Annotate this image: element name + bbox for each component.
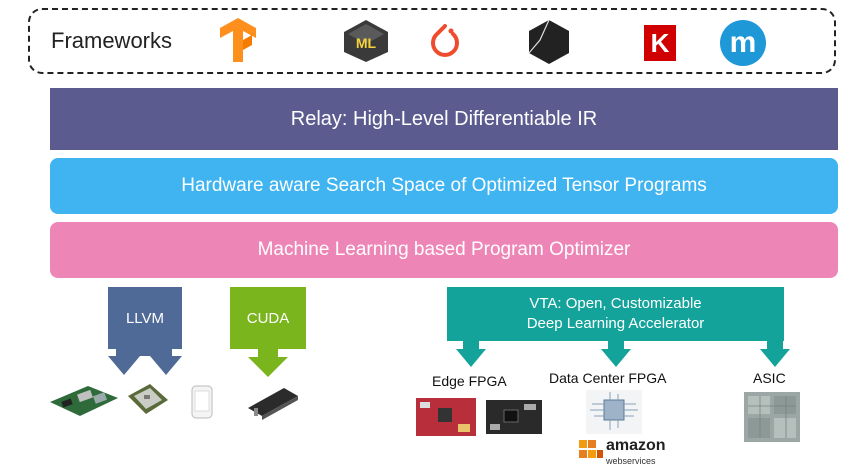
asic-label: ASIC <box>753 370 786 386</box>
gpu-card-icon <box>248 388 298 420</box>
vta-arrow-edge <box>456 349 486 367</box>
pytorch-logo-icon <box>431 24 459 57</box>
vta-line1: VTA: Open, Customizable <box>529 295 702 312</box>
datacenter-fpga-chip-icon <box>586 390 642 434</box>
intel-xeon-chip-icon <box>128 384 168 414</box>
mxnet-logo-icon: m <box>720 20 766 66</box>
cuda-arrow-head <box>248 357 288 377</box>
relay-layer: Relay: High-Level Differentiable IR <box>50 88 838 150</box>
aws-cubes-icon <box>579 440 603 458</box>
llvm-arrow-bar <box>124 347 166 356</box>
edge-fpga-board-red-icon <box>416 398 476 436</box>
search-space-layer: Hardware aware Search Space of Optimized… <box>50 158 838 214</box>
aws-wordmark: amazon <box>606 437 666 454</box>
onnx-logo-icon <box>528 19 569 64</box>
edge-fpga-label: Edge FPGA <box>432 373 507 389</box>
vta-arrow-asic <box>760 349 790 367</box>
vta-box: VTA: Open, Customizable Deep Learning Ac… <box>447 287 784 341</box>
coreml-text: ML <box>356 35 377 51</box>
llvm-arrow-head-left <box>108 356 140 375</box>
aws-subtext: webservices <box>606 456 656 466</box>
smartphone-icon <box>191 385 213 419</box>
datacenter-fpga-label: Data Center FPGA <box>549 370 667 386</box>
frameworks-label: Frameworks <box>51 28 173 53</box>
asic-die-icon <box>744 392 800 442</box>
llvm-arrow-head-right <box>150 356 182 375</box>
cuda-box: CUDA <box>230 287 306 349</box>
tensorflow-logo-icon <box>220 18 256 62</box>
keras-logo-icon: K <box>644 25 676 61</box>
coreml-logo-icon: ML <box>344 20 388 62</box>
edge-fpga-board-black-icon <box>486 400 542 434</box>
vta-arrow-datacenter <box>601 349 631 367</box>
optimizer-layer: Machine Learning based Program Optimizer <box>50 222 838 278</box>
frameworks-box <box>28 8 836 74</box>
llvm-box: LLVM <box>108 287 182 349</box>
vta-line2: Deep Learning Accelerator <box>526 315 705 332</box>
raspberry-pi-board-icon <box>50 386 118 416</box>
